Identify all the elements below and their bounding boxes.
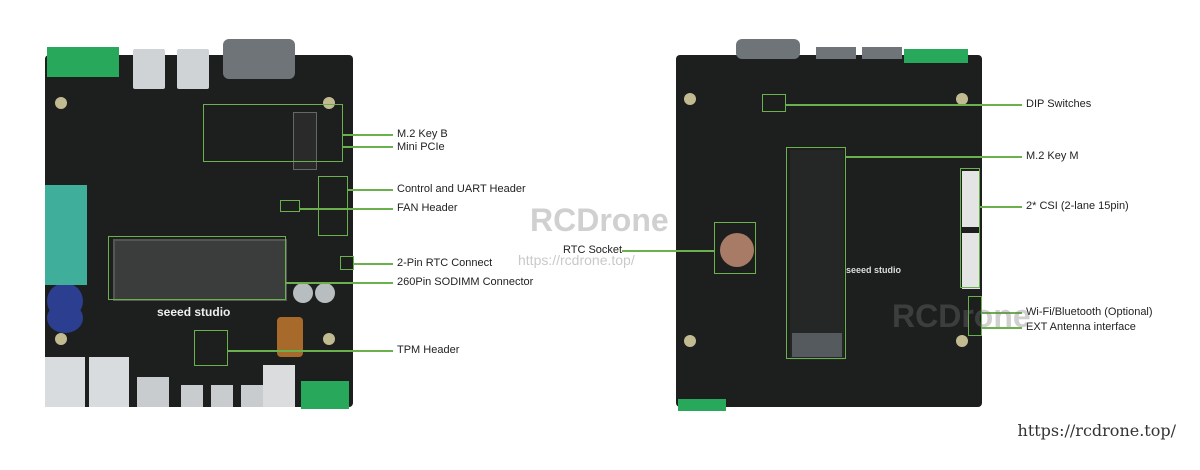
- usb-c-port: [181, 385, 203, 407]
- control-uart-highlight: [318, 176, 348, 236]
- watermark-brand-2: RCDrone: [892, 298, 1031, 334]
- rtc-connect-line: [354, 263, 393, 265]
- sodimm-line: [286, 282, 393, 284]
- terminal-block-bottom: [301, 381, 349, 409]
- ethernet-port-1: [45, 357, 85, 407]
- mini-pcie-line: [343, 146, 393, 148]
- label-control-uart-header: Control and UART Header: [397, 183, 526, 195]
- fan-header-line: [300, 208, 393, 210]
- sodimm-highlight: [108, 236, 286, 300]
- usb-c-port: [211, 385, 233, 407]
- label-dip-switches: DIP Switches: [1026, 98, 1092, 110]
- hdmi-port: [137, 377, 169, 407]
- label-m2-key-b: M.2 Key B: [397, 128, 448, 140]
- mounting-hole: [323, 333, 335, 345]
- site-url[interactable]: https://rcdrone.top/: [1017, 421, 1176, 440]
- csi-highlight: [960, 168, 980, 288]
- label-sodimm-connector: 260Pin SODIMM Connector: [397, 276, 534, 288]
- dip-switches-highlight: [762, 94, 786, 112]
- wifi-bt-line: [982, 312, 1022, 314]
- m2-key-m-highlight: [786, 147, 846, 359]
- antenna-highlight: [968, 296, 982, 336]
- control-uart-line: [348, 189, 393, 191]
- usb-port-2: [177, 49, 209, 89]
- tpm-line: [228, 350, 393, 352]
- terminal-block-top: [47, 47, 119, 77]
- m2-keyb-minipcie-highlight: [203, 104, 343, 162]
- csi-line: [980, 206, 1022, 208]
- mounting-hole: [55, 333, 67, 345]
- rtc-battery-socket: [720, 233, 754, 267]
- board-brand-print: seeed studio: [157, 305, 231, 319]
- label-fan-header: FAN Header: [397, 202, 458, 214]
- usb-c-port: [241, 385, 263, 407]
- fan-header-highlight: [280, 200, 300, 212]
- terminal-block-bottom: [678, 399, 726, 411]
- label-csi: 2* CSI (2-lane 15pin): [1026, 200, 1129, 212]
- mounting-hole: [55, 97, 67, 109]
- watermark-brand: RCDrone: [530, 202, 669, 238]
- sd-slot: [263, 365, 295, 407]
- top-connector: [816, 47, 856, 59]
- m2-key-m-area: [790, 150, 844, 360]
- rtc-socket-highlight: [714, 222, 756, 274]
- label-ext-antenna: EXT Antenna interface: [1026, 321, 1136, 333]
- carrier-board-front-image: seeed studio: [45, 39, 353, 409]
- label-tpm-header: TPM Header: [397, 344, 460, 356]
- sodimm-slot: [113, 239, 287, 301]
- mounting-hole: [684, 335, 696, 347]
- usb-port-1: [133, 49, 165, 89]
- label-rtc-socket: RTC Socket: [563, 244, 623, 256]
- m2-key-m-line: [846, 156, 1022, 158]
- mounting-hole: [956, 335, 968, 347]
- top-connector: [862, 47, 902, 59]
- serial-connector: [736, 39, 800, 59]
- label-mini-pcie: Mini PCIe: [397, 141, 445, 153]
- rtc-connect-highlight: [340, 256, 354, 270]
- csi-connector-1: [962, 171, 980, 227]
- m2-slot: [293, 112, 317, 170]
- m2-keyb-line: [343, 134, 393, 136]
- terminal-block-top: [904, 49, 968, 63]
- label-rtc-connect: 2-Pin RTC Connect: [397, 257, 493, 269]
- dip-switches-line: [786, 104, 1022, 106]
- tpm-highlight: [194, 330, 228, 366]
- board-brand-print-back: seeed studio: [846, 265, 902, 275]
- mounting-hole: [323, 97, 335, 109]
- ethernet-port-2: [89, 357, 129, 407]
- rtc-socket-line: [622, 250, 714, 252]
- m2-key-m-connector: [792, 333, 842, 357]
- side-connector: [45, 185, 87, 285]
- capacitor: [293, 283, 313, 303]
- capacitor: [315, 283, 335, 303]
- mounting-hole: [956, 93, 968, 105]
- ext-antenna-line: [982, 327, 1022, 329]
- capacitor: [47, 303, 83, 333]
- carrier-board-back-image: seeed studio: [676, 39, 982, 411]
- serial-connector: [223, 39, 295, 79]
- csi-connector-2: [962, 233, 980, 289]
- watermark-url: https://rcdrone.top/: [518, 252, 635, 268]
- label-wifi-bluetooth: Wi-Fi/Bluetooth (Optional): [1026, 306, 1153, 318]
- label-m2-key-m: M.2 Key M: [1026, 150, 1079, 162]
- mounting-hole: [684, 93, 696, 105]
